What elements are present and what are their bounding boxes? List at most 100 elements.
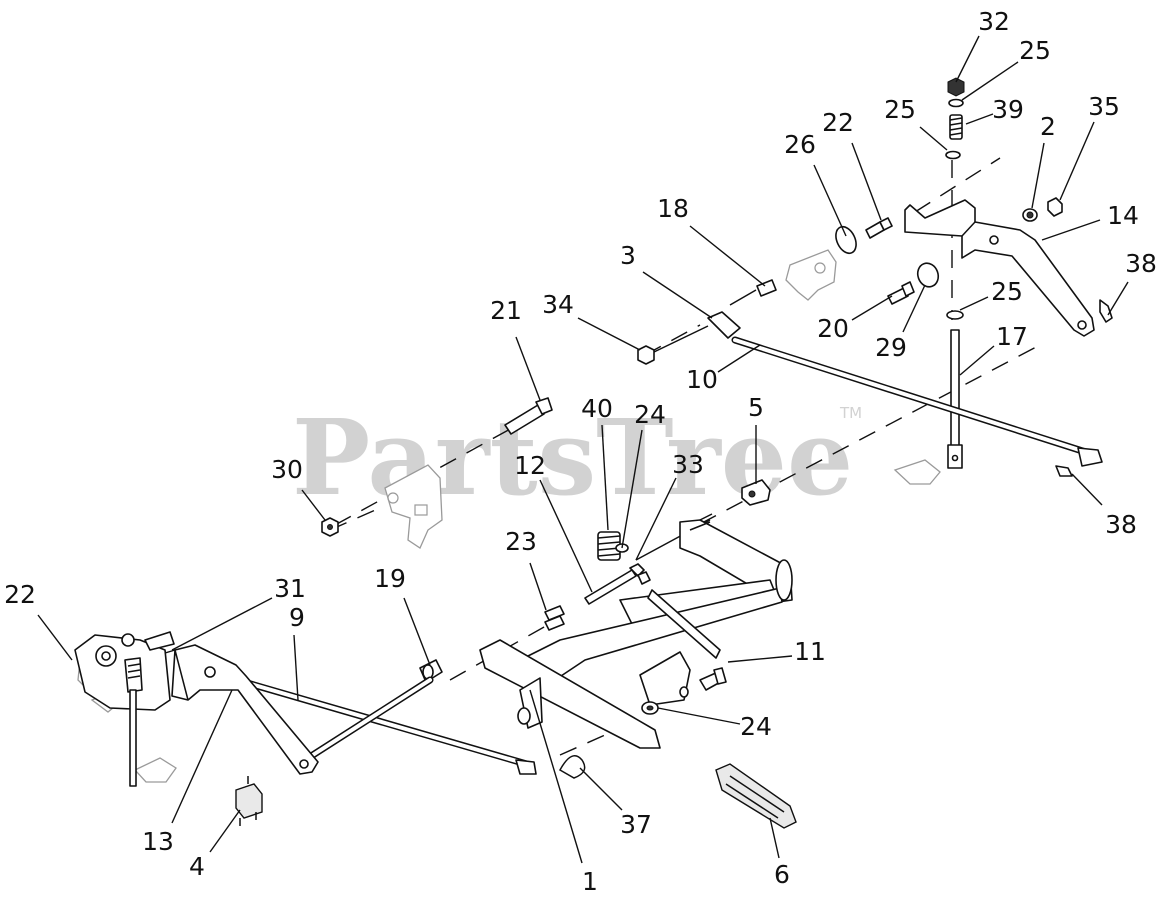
callout-1: 1 bbox=[582, 867, 598, 896]
pedal-shaft-assembly-1 bbox=[479, 513, 793, 749]
callout-18: 18 bbox=[657, 194, 689, 223]
leader-line-32 bbox=[955, 35, 980, 83]
trademark-symbol: TM bbox=[839, 404, 862, 422]
leader-line-25 bbox=[961, 61, 1019, 101]
callout-38: 38 bbox=[1105, 510, 1137, 539]
leader-line-25 bbox=[959, 296, 989, 311]
ghost-bracket-left bbox=[384, 464, 443, 549]
callout-38: 38 bbox=[1125, 249, 1157, 278]
leader-line-20 bbox=[851, 295, 893, 321]
callout-22: 22 bbox=[4, 580, 36, 609]
leader-line-9 bbox=[293, 634, 299, 701]
washer-and-bolt-middle bbox=[887, 262, 940, 305]
leader-line-2 bbox=[1031, 142, 1045, 209]
clip-37 bbox=[558, 755, 586, 779]
switch-4 bbox=[235, 776, 263, 826]
leader-line-12 bbox=[539, 479, 593, 593]
callout-29: 29 bbox=[875, 333, 907, 362]
callout-5: 5 bbox=[748, 393, 764, 422]
leader-line-18 bbox=[689, 225, 766, 287]
callout-leaders bbox=[37, 35, 1129, 864]
left-mechanism-22-31 bbox=[74, 631, 175, 787]
callout-6: 6 bbox=[774, 860, 790, 889]
callout-40: 40 bbox=[581, 394, 613, 423]
callout-21: 21 bbox=[490, 296, 522, 325]
callout-25: 25 bbox=[991, 277, 1023, 306]
callout-2: 2 bbox=[1040, 112, 1056, 141]
pin-38-upper bbox=[1099, 299, 1113, 323]
block-5 bbox=[741, 479, 771, 506]
right-bracket bbox=[904, 199, 1095, 337]
callout-14: 14 bbox=[1107, 201, 1139, 230]
callout-19: 19 bbox=[374, 564, 406, 593]
nut-screw-34 bbox=[637, 325, 709, 365]
left-lever-13 bbox=[171, 644, 319, 775]
screws-23 bbox=[544, 605, 565, 631]
bushing-18 bbox=[729, 279, 777, 306]
washer-and-nut-right bbox=[1022, 197, 1063, 222]
callout-9: 9 bbox=[289, 603, 305, 632]
rod-9 bbox=[226, 674, 537, 775]
leader-line-13 bbox=[171, 689, 233, 824]
ghost-bracket-upper bbox=[785, 249, 837, 301]
callout-25: 25 bbox=[1019, 36, 1051, 65]
leader-line-39 bbox=[965, 113, 994, 125]
callout-25: 25 bbox=[884, 95, 916, 124]
leader-line-40 bbox=[601, 424, 609, 531]
callout-17: 17 bbox=[996, 322, 1028, 351]
callout-3: 3 bbox=[620, 241, 636, 270]
leader-line-38 bbox=[1071, 473, 1103, 506]
leader-line-21 bbox=[515, 336, 541, 401]
leader-line-14 bbox=[1041, 219, 1101, 241]
callout-32: 32 bbox=[978, 7, 1010, 36]
leader-line-24 bbox=[621, 429, 643, 549]
washer-24-lower bbox=[641, 701, 659, 715]
callout-33: 33 bbox=[672, 450, 704, 479]
callout-30: 30 bbox=[271, 455, 303, 484]
leader-line-22 bbox=[37, 614, 73, 661]
leader-line-38 bbox=[1107, 281, 1129, 316]
leader-line-37 bbox=[579, 767, 623, 811]
callout-23: 23 bbox=[505, 527, 537, 556]
callout-11: 11 bbox=[794, 637, 826, 666]
leader-line-29 bbox=[902, 284, 926, 333]
partstree-watermark: PartsTree bbox=[292, 396, 853, 519]
callout-4: 4 bbox=[189, 852, 205, 881]
callout-26: 26 bbox=[784, 130, 816, 159]
leader-line-34 bbox=[577, 317, 641, 351]
callout-13: 13 bbox=[142, 827, 174, 856]
nut-30 bbox=[321, 517, 339, 537]
ghost-clip-right bbox=[893, 459, 941, 485]
leader-line-19 bbox=[403, 597, 431, 666]
callout-20: 20 bbox=[817, 314, 849, 343]
leader-line-30 bbox=[301, 489, 326, 521]
callout-12: 12 bbox=[514, 451, 546, 480]
leader-line-24 bbox=[657, 707, 741, 725]
pin-38-lower bbox=[1055, 465, 1073, 477]
leader-line-11 bbox=[727, 655, 793, 663]
callout-39: 39 bbox=[992, 95, 1024, 124]
nut-33 bbox=[629, 563, 651, 585]
leader-line-1 bbox=[529, 689, 583, 864]
leader-line-6 bbox=[769, 817, 780, 859]
leader-line-33 bbox=[635, 477, 677, 561]
callout-31: 31 bbox=[274, 574, 306, 603]
callout-10: 10 bbox=[686, 365, 718, 394]
callout-24: 24 bbox=[634, 400, 666, 429]
callout-37: 37 bbox=[620, 810, 652, 839]
callout-22: 22 bbox=[822, 108, 854, 137]
bushing-19 bbox=[419, 659, 443, 683]
pin-21 bbox=[504, 397, 553, 435]
leader-line-31 bbox=[171, 597, 273, 651]
leader-line-22 bbox=[851, 142, 882, 221]
leader-line-4 bbox=[209, 809, 241, 853]
leader-line-23 bbox=[529, 562, 547, 611]
leader-line-25 bbox=[919, 126, 948, 151]
leader-line-10 bbox=[717, 344, 761, 373]
leader-line-17 bbox=[959, 345, 995, 376]
callout-35: 35 bbox=[1088, 92, 1120, 121]
washer-and-bolt-upper bbox=[835, 217, 893, 255]
callout-34: 34 bbox=[542, 290, 574, 319]
